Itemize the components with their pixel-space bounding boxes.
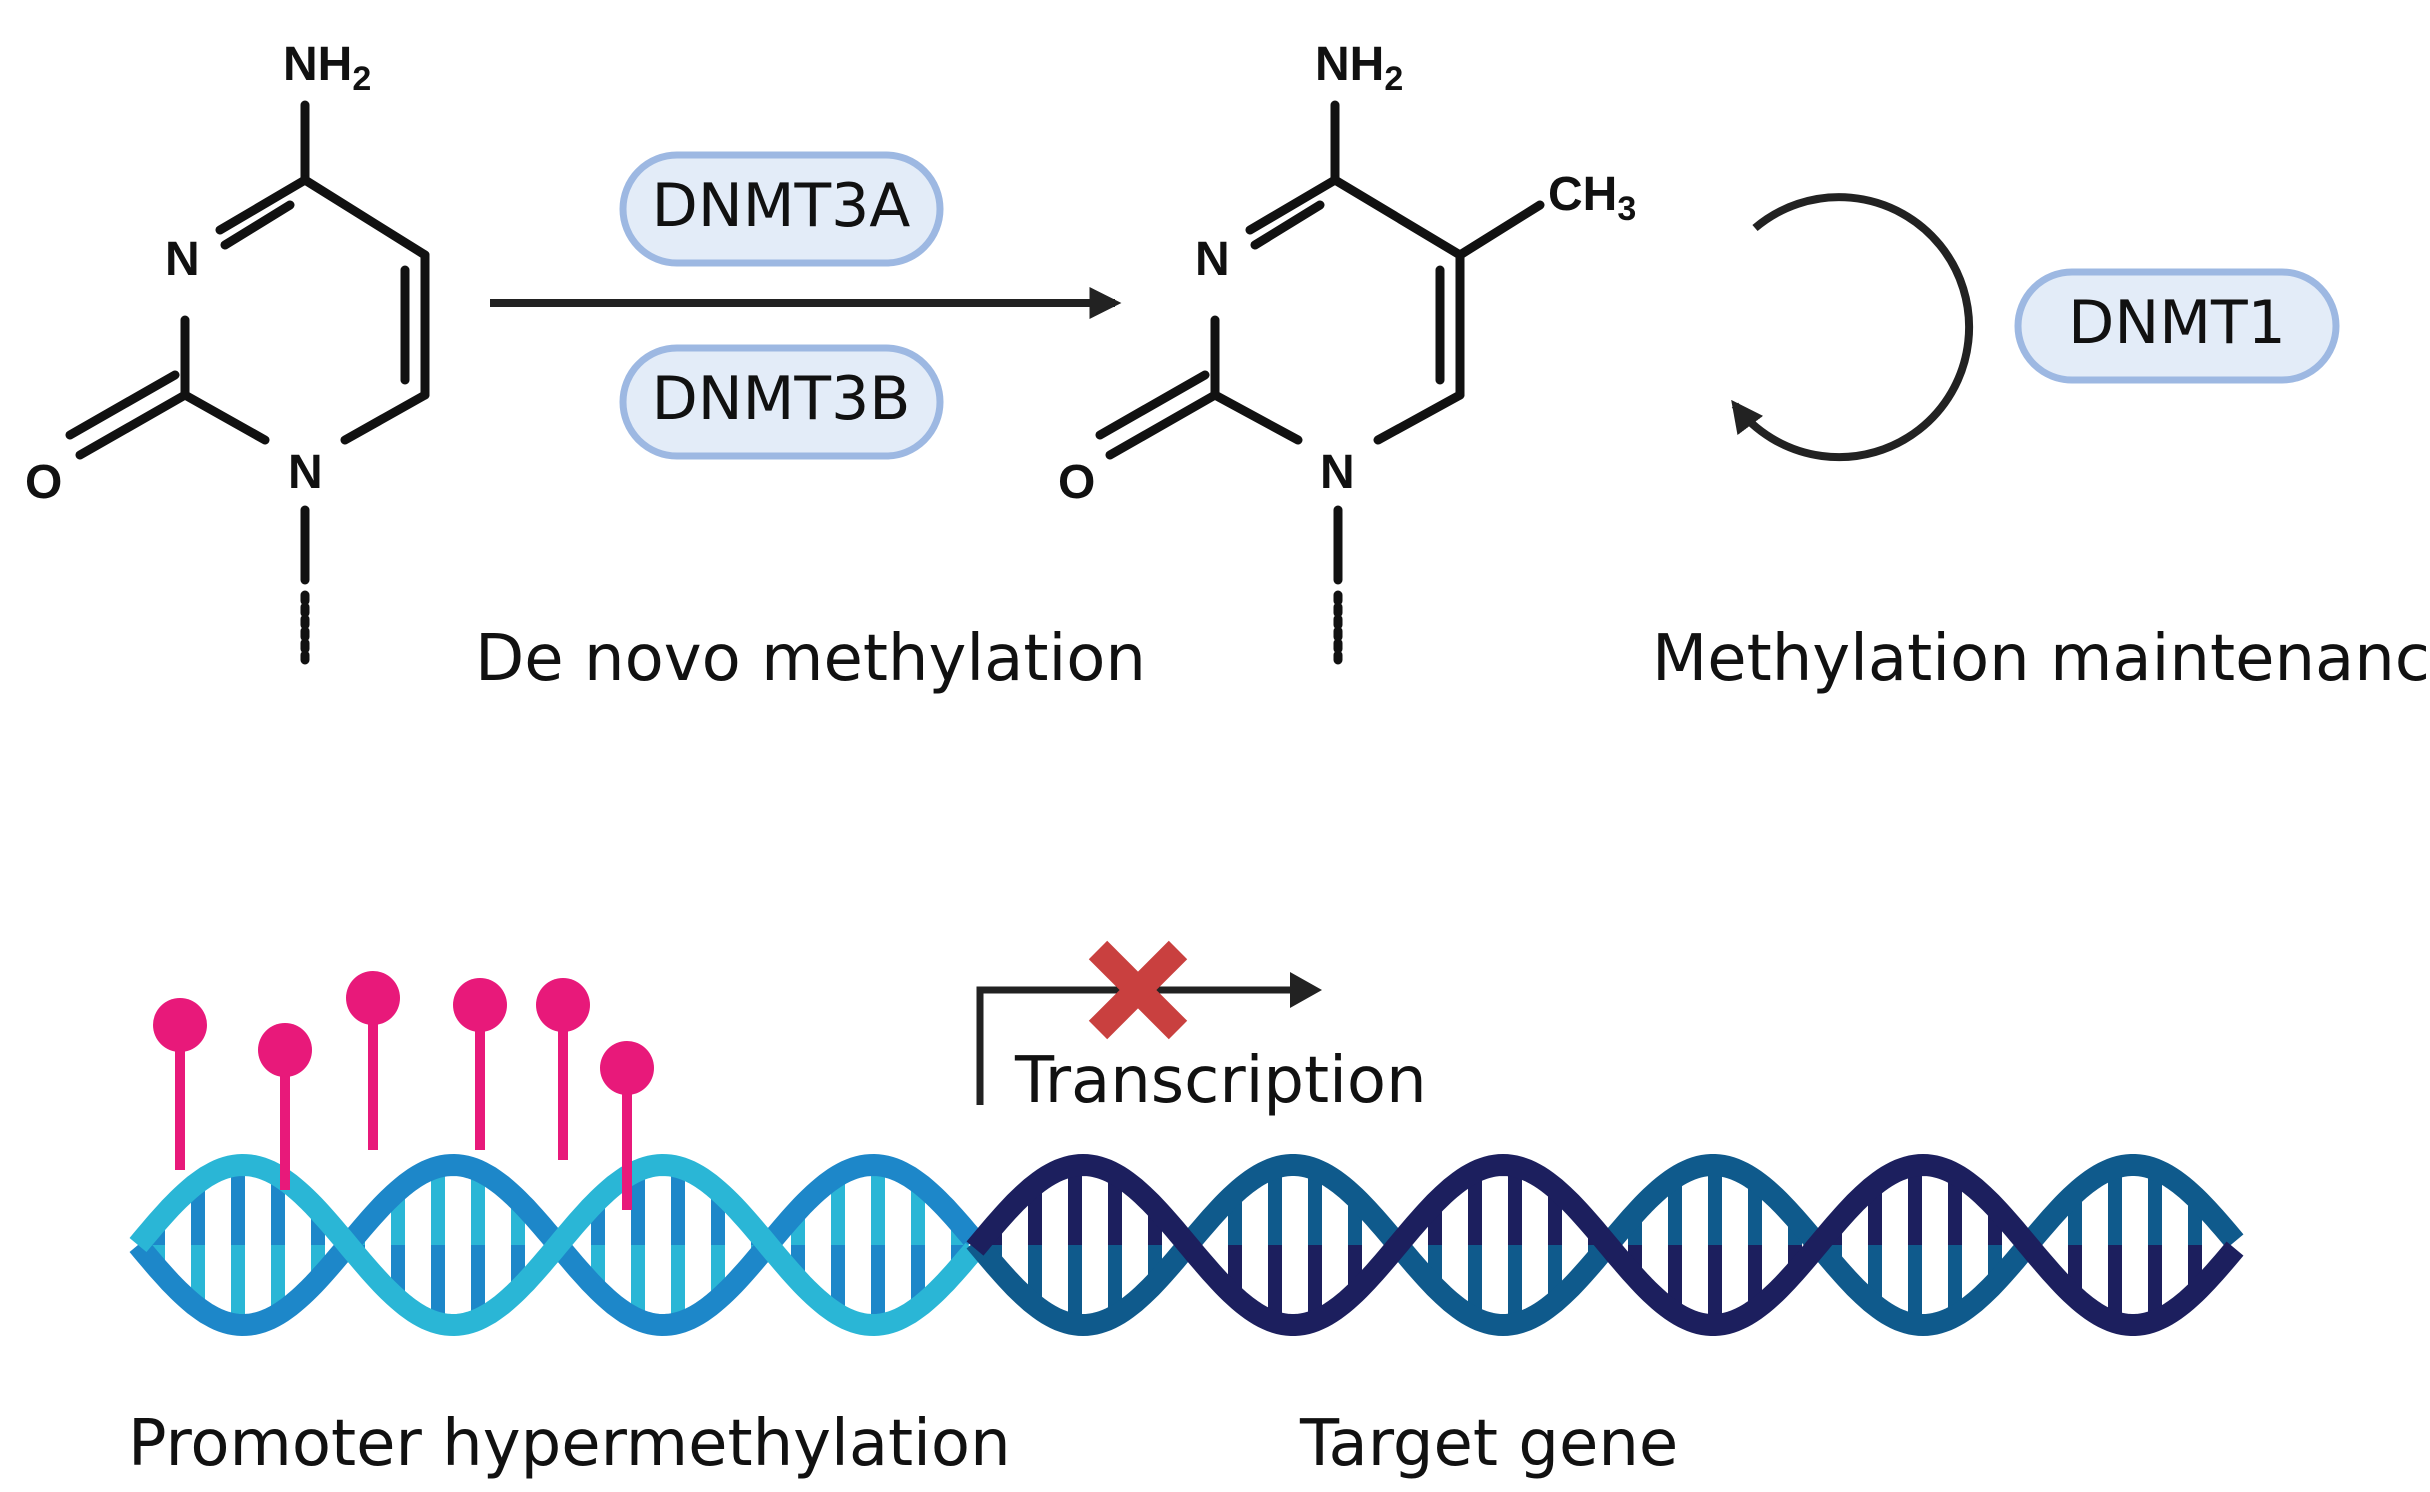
methyl-lollipop-icon <box>346 971 400 1150</box>
methyl-lollipop-icon <box>600 1041 654 1210</box>
left-n1-label: N <box>288 446 323 499</box>
left-ring-n-label: N <box>165 233 200 286</box>
methyl-lollipop-icon <box>258 1023 312 1190</box>
left-amine-label: NH2 <box>283 38 371 98</box>
methylcytosine-structure <box>1095 100 1545 665</box>
enzyme-pill-dnmt3b: DNMT3B <box>619 344 944 460</box>
right-oxygen-label: O <box>1058 456 1095 509</box>
methyl-lollipop-icon <box>153 998 207 1170</box>
right-amine-label: NH2 <box>1315 38 1403 98</box>
right-n1-label: N <box>1320 446 1355 499</box>
dna-helix-icon <box>129 1153 2244 1337</box>
transcription-label: Transcription <box>1014 1044 1427 1118</box>
transcription-arrow-icon <box>976 972 1322 1105</box>
enzyme-pill-dnmt3a: DNMT3A <box>619 151 944 267</box>
methyl-lollipop-icon <box>453 978 507 1150</box>
left-oxygen-label: O <box>25 456 62 509</box>
blocked-x-icon <box>1088 940 1188 1040</box>
enzyme-label-dnmt1: DNMT1 <box>2068 288 2286 358</box>
right-ring-n-label: N <box>1195 233 1230 286</box>
methyl-group-label: CH3 <box>1548 168 1636 228</box>
methyl-lollipop-icon <box>536 978 590 1160</box>
cytosine-structure <box>65 100 430 665</box>
promoter-label: Promoter hypermethylation <box>128 1407 1011 1481</box>
enzyme-pill-dnmt1: DNMT1 <box>2014 268 2340 384</box>
enzyme-label-dnmt3b: DNMT3B <box>652 364 911 434</box>
maintenance-label: Methylation maintenance <box>1652 622 2430 696</box>
enzyme-label-dnmt3a: DNMT3A <box>652 171 911 241</box>
de-novo-label: De novo methylation <box>475 622 1146 696</box>
target-gene-label: Target gene <box>1299 1407 1678 1481</box>
cycle-arrow-icon <box>1731 193 1974 462</box>
methyl-marks <box>153 971 654 1210</box>
